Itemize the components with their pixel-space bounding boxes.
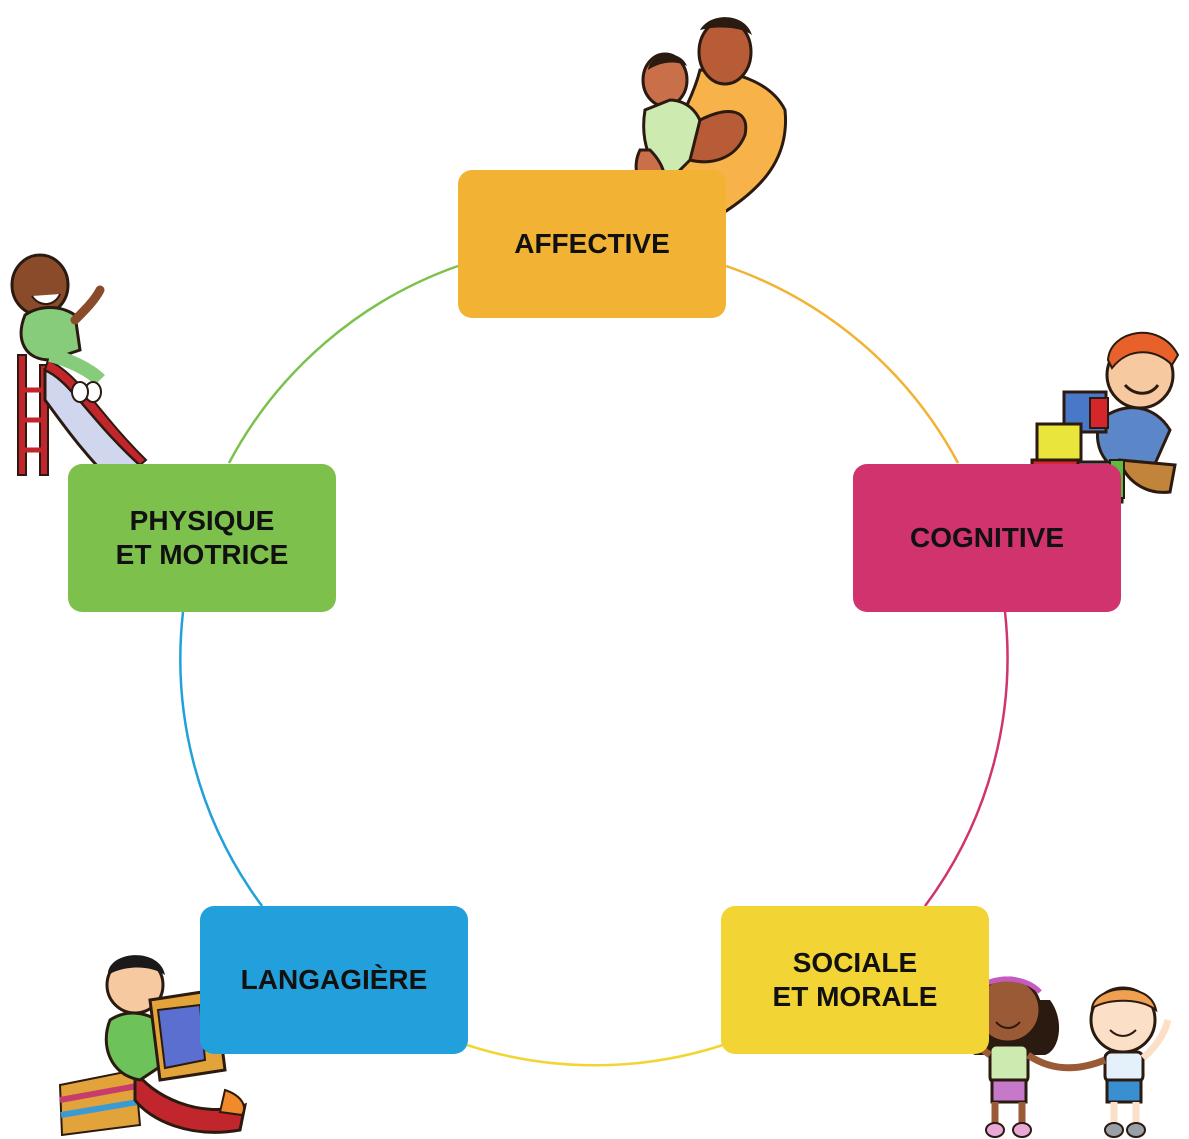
node-physique-label: PHYSIQUE ET MOTRICE — [116, 504, 289, 572]
node-langagiere-label: LANGAGIÈRE — [241, 963, 428, 997]
child-on-slide-illustration — [10, 253, 148, 493]
ring-arc-sociale-langagiere — [466, 1043, 724, 1067]
node-physique-label-line-1: PHYSIQUE — [129, 505, 275, 536]
node-langagiere: LANGAGIÈRE — [200, 906, 468, 1054]
node-affective: AFFECTIVE — [458, 170, 726, 318]
node-cognitive-label-line: COGNITIVE — [909, 522, 1064, 553]
children-holding-hands-illustration — [956, 976, 1172, 1138]
node-cognitive-label: COGNITIVE — [910, 521, 1064, 555]
node-cognitive: COGNITIVE — [853, 464, 1121, 612]
ring-arc-cognitive-sociale — [923, 611, 1009, 907]
ring-arc-langagiere-physique — [179, 611, 264, 907]
node-physique-label-line-2: ET MOTRICE — [115, 539, 289, 570]
node-langagiere-label-line: LANGAGIÈRE — [240, 964, 428, 995]
node-affective-label: AFFECTIVE — [514, 227, 670, 261]
ring-arc-physique-affective — [227, 264, 459, 464]
node-affective-label-line: AFFECTIVE — [514, 228, 670, 259]
node-sociale-label-line-2: ET MORALE — [772, 981, 938, 1012]
ring-arc-affective-cognitive — [725, 264, 960, 464]
node-sociale: SOCIALE ET MORALE — [721, 906, 989, 1054]
node-sociale-label: SOCIALE ET MORALE — [773, 946, 938, 1014]
node-sociale-label-line-1: SOCIALE — [792, 947, 918, 978]
node-physique: PHYSIQUE ET MOTRICE — [68, 464, 336, 612]
